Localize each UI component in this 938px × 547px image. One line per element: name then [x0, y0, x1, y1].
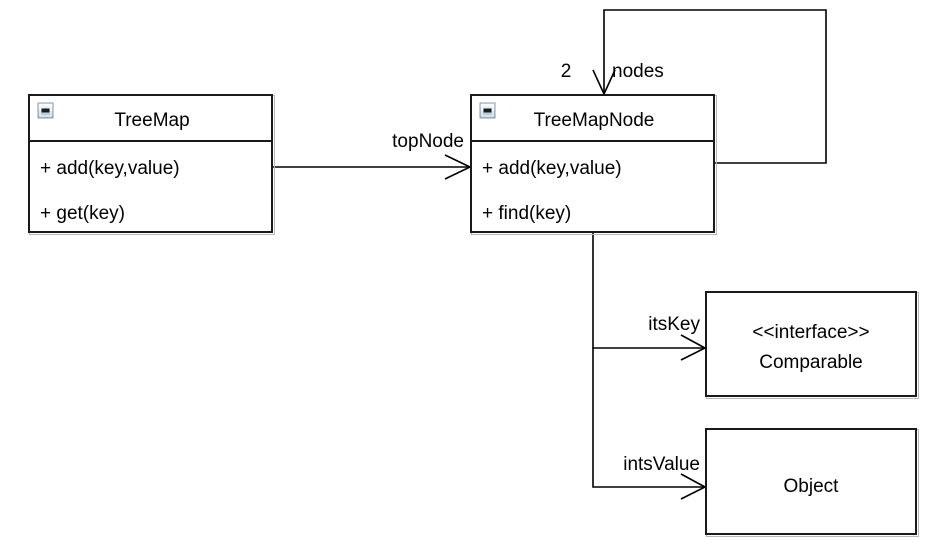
- minus-icon-inner-bevel: [39, 104, 52, 117]
- association-itskey-role-label: itsKey: [648, 314, 700, 335]
- class-box-treemapnode-member-1: + find(key): [482, 203, 571, 224]
- minus-icon-bar: [41, 108, 50, 113]
- class-box-object-title: Object: [784, 476, 840, 497]
- class-box-treemapnode-fill: [470, 94, 715, 233]
- minus-icon[interactable]: [479, 102, 496, 119]
- class-box-comparable-title: Comparable: [759, 352, 863, 373]
- class-box-treemapnode-border: [470, 94, 715, 233]
- association-intsvalue[interactable]: intsValue: [592, 348, 707, 500]
- association-intsvalue-path: [592, 348, 705, 488]
- association-topnode-role-label: topNode: [392, 131, 464, 152]
- class-box-comparable-border: [705, 291, 917, 397]
- class-box-treemap-member-0: + add(key,value): [40, 158, 180, 179]
- class-box-treemap-member-1: + get(key): [40, 203, 125, 224]
- minus-icon[interactable]: [37, 102, 54, 119]
- class-box-object-border: [705, 428, 917, 535]
- minus-icon-bar: [483, 108, 492, 113]
- class-box-object-fill: [705, 428, 917, 535]
- class-box-object[interactable]: Object: [705, 428, 919, 537]
- class-box-comparable-stereotype: <<interface>>: [752, 322, 869, 343]
- class-box-treemap[interactable]: TreeMap + add(key,value) + get(key): [28, 94, 275, 235]
- association-nodes-role-label: nodes: [612, 61, 664, 82]
- class-box-treemap-fill: [28, 94, 273, 233]
- class-box-treemap-border: [28, 94, 273, 233]
- association-intsvalue-role-label: intsValue: [623, 454, 700, 475]
- association-nodes-multiplicity: 2: [561, 61, 572, 82]
- minus-icon-inner-bevel: [481, 104, 494, 117]
- association-nodes-path: [603, 9, 827, 164]
- class-box-treemap-title: TreeMap: [114, 110, 189, 131]
- class-box-treemapnode[interactable]: TreeMapNode + add(key,value) + find(key): [470, 94, 717, 235]
- class-box-treemapnode-member-0: + add(key,value): [482, 158, 622, 179]
- class-box-comparable[interactable]: <<interface>> Comparable: [705, 291, 919, 399]
- class-box-treemapnode-title: TreeMapNode: [534, 110, 655, 131]
- class-box-comparable-fill: [705, 291, 917, 397]
